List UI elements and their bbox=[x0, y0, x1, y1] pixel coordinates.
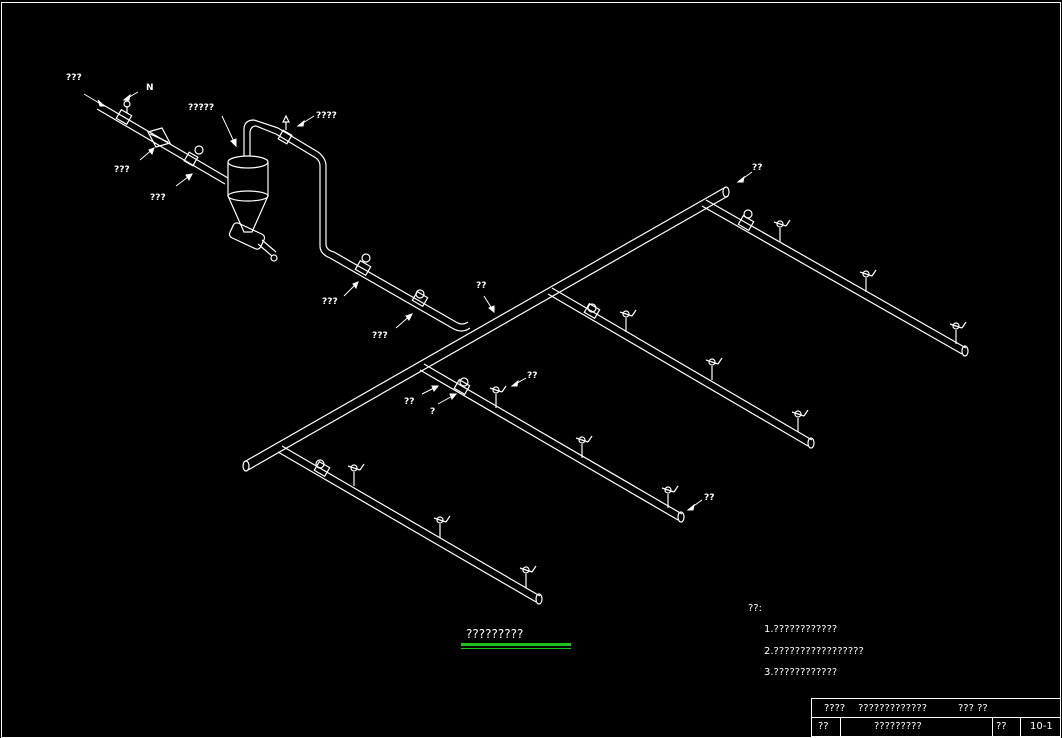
fertilizer-tank-icon bbox=[227, 155, 278, 262]
tank-label: ????? bbox=[188, 103, 215, 113]
note-item-1: 1.???????????? bbox=[764, 624, 838, 635]
branch-pipe-1 bbox=[701, 199, 969, 357]
flow-meter-icon bbox=[183, 145, 204, 167]
title-block-r1c1: ???? bbox=[824, 703, 846, 714]
title-underline-thick bbox=[461, 643, 571, 646]
note-item-2: 2.????????????????? bbox=[764, 646, 864, 657]
title-block-r1c2: ????????????? bbox=[858, 703, 927, 714]
filter-icon bbox=[147, 127, 171, 148]
supply-valve-label: ??? bbox=[372, 331, 388, 341]
end-top-label: ?? bbox=[752, 163, 763, 173]
title-block-r2c4: 10-1 bbox=[1030, 721, 1053, 732]
branch-valve-label: ?? bbox=[404, 397, 415, 407]
valve-mark-label: N bbox=[146, 83, 154, 93]
top-gauge-icon bbox=[277, 114, 293, 145]
inlet-label: ??? bbox=[66, 73, 82, 83]
branch-pipe-3 bbox=[419, 363, 685, 523]
title-block-r2c3: ?? bbox=[996, 721, 1007, 732]
filter-label: ??? bbox=[114, 165, 130, 175]
title-block-divider bbox=[812, 717, 1060, 718]
supply-pipe bbox=[329, 251, 457, 329]
branch-pipe-2 bbox=[547, 287, 815, 449]
note-item-3: 3.???????????? bbox=[764, 667, 838, 678]
title-block-col-line bbox=[840, 717, 841, 736]
notes-heading: ??: bbox=[748, 603, 762, 614]
riser-pipe bbox=[243, 119, 335, 259]
sprinkler-label: ?? bbox=[527, 371, 538, 381]
drawing-title: ????????? bbox=[466, 627, 524, 641]
branch-tee-label: ? bbox=[430, 407, 436, 417]
flow-meter-label: ??? bbox=[150, 193, 166, 203]
supply-gauge-icon bbox=[354, 253, 372, 277]
title-block-col-line bbox=[992, 717, 993, 736]
main-pipe-label: ?? bbox=[476, 281, 487, 291]
branch-pipe-4 bbox=[277, 445, 543, 605]
title-block-col-line bbox=[1020, 717, 1021, 736]
title-block-r2c2: ????????? bbox=[874, 721, 922, 732]
inlet-valve-icon bbox=[115, 100, 133, 126]
supply-gauge-label: ??? bbox=[322, 297, 338, 307]
title-block-r2c1: ?? bbox=[818, 721, 829, 732]
supply-valve-icon bbox=[411, 289, 429, 308]
top-gauge-label: ???? bbox=[316, 111, 337, 121]
sprinkler-icons bbox=[347, 219, 967, 588]
branch-valve-icons bbox=[313, 209, 755, 478]
title-block-r1c3: ??? ?? bbox=[958, 703, 988, 714]
leader-arrows bbox=[83, 91, 753, 511]
title-underline-thin bbox=[461, 648, 571, 649]
title-block: ???? ????????????? ??? ?? ?? ????????? ?… bbox=[811, 698, 1061, 737]
end-bottom-label: ?? bbox=[704, 493, 715, 503]
main-pipe bbox=[242, 186, 730, 472]
